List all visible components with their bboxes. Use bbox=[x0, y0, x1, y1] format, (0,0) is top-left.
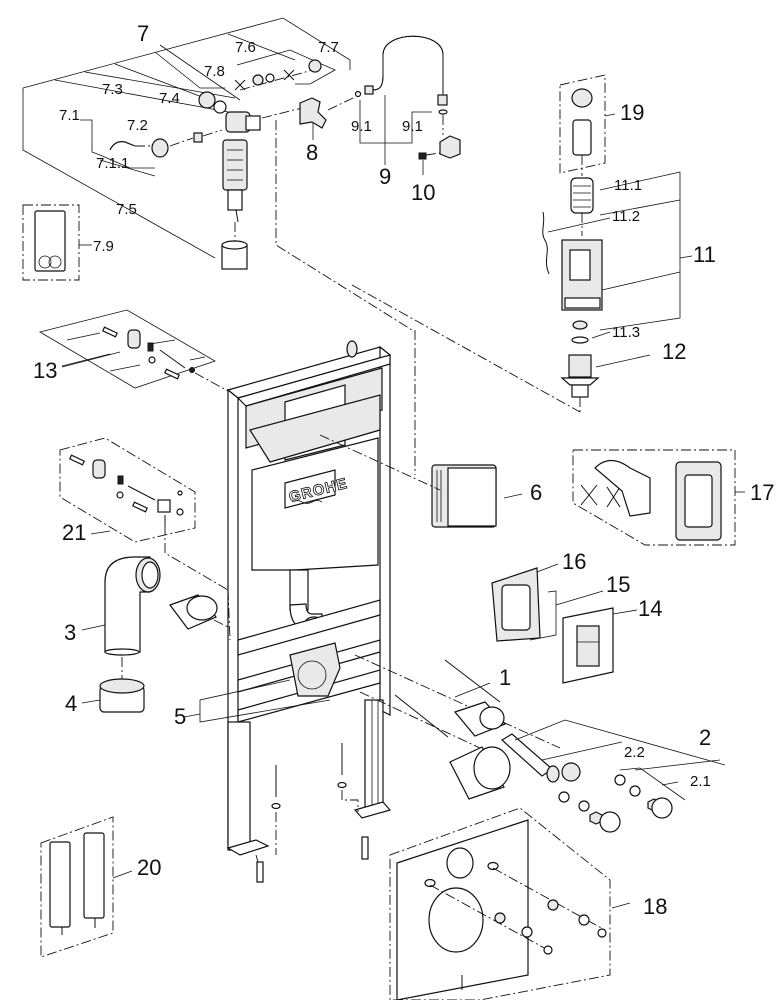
callout-19: 19 bbox=[620, 100, 644, 125]
callout-14: 14 bbox=[638, 596, 662, 621]
part-19-cap bbox=[571, 88, 593, 108]
part-2-sleeve-large bbox=[449, 746, 511, 800]
part-1-threaded-rods bbox=[394, 659, 501, 738]
callout-7-4: 7.4 bbox=[159, 90, 180, 107]
callout-5: 5 bbox=[174, 704, 186, 729]
part-8-bracket bbox=[299, 97, 327, 140]
part-7-9-seal-bag bbox=[34, 210, 66, 272]
callout-18: 18 bbox=[643, 894, 667, 919]
part-7-6-ring bbox=[265, 73, 275, 83]
callout-11: 11 bbox=[693, 242, 716, 267]
part-17-service-set bbox=[572, 449, 736, 546]
flush-valve-group bbox=[351, 74, 693, 413]
callout-8: 8 bbox=[306, 140, 318, 165]
part-6-protective-cover bbox=[431, 464, 497, 528]
part-9-hose bbox=[364, 35, 448, 106]
callout-9-1-left: 9.1 bbox=[351, 118, 372, 135]
callout-labels: 7 7.6 7.7 7.8 7.3 7.4 7.1 7.2 7.1.1 7.5 … bbox=[33, 21, 774, 919]
part-10-stop-valve bbox=[418, 135, 461, 160]
callout-7-7: 7.7 bbox=[318, 39, 339, 56]
part-7-4-seal bbox=[198, 91, 216, 109]
part-21-fixing-set bbox=[59, 437, 196, 543]
callout-9-1-right: 9.1 bbox=[402, 118, 423, 135]
callout-4: 4 bbox=[65, 691, 77, 716]
callout-16: 16 bbox=[562, 549, 586, 574]
callout-7-3: 7.3 bbox=[102, 81, 123, 98]
part-14-flush-plate bbox=[562, 607, 614, 684]
part-2-connector-pipe bbox=[453, 701, 581, 783]
part-19-cylinder bbox=[572, 119, 592, 156]
callout-7-1-1: 7.1.1 bbox=[96, 155, 129, 172]
part-2-1-washers bbox=[558, 774, 673, 833]
part-20-wall-brackets bbox=[40, 816, 114, 958]
fill-valve-group-7 bbox=[22, 17, 413, 331]
callout-9: 9 bbox=[379, 164, 391, 189]
callout-7-5: 7.5 bbox=[116, 201, 137, 218]
callout-10: 10 bbox=[411, 180, 435, 205]
part-7-6-nut bbox=[252, 74, 264, 86]
callout-17: 17 bbox=[750, 480, 774, 505]
part-11-3-seal bbox=[571, 336, 589, 344]
part-7-1-key bbox=[109, 141, 136, 151]
callout-7-2: 7.2 bbox=[127, 117, 148, 134]
callout-7-8: 7.8 bbox=[204, 63, 225, 80]
part-18-soundproofing-set bbox=[389, 807, 611, 1000]
callout-11-1: 11.1 bbox=[614, 177, 642, 194]
part-7-6-cross bbox=[283, 69, 295, 81]
part-11-1-bellows bbox=[570, 177, 594, 214]
part-12-valve-seat bbox=[560, 354, 600, 398]
part-4-plug bbox=[99, 678, 145, 713]
callout-13: 13 bbox=[33, 358, 57, 383]
callout-7-1: 7.1 bbox=[59, 107, 80, 124]
callout-3: 3 bbox=[64, 620, 76, 645]
part-19-box bbox=[559, 74, 606, 174]
part-3-connector-sleeve bbox=[169, 594, 218, 630]
part-7-7-cap bbox=[308, 59, 322, 73]
part-11-flush-valve bbox=[561, 239, 603, 330]
callout-11-3: 11.3 bbox=[612, 324, 640, 341]
part-5-bracket bbox=[289, 642, 341, 697]
callout-2-1: 2.1 bbox=[690, 773, 711, 790]
callout-7-6: 7.6 bbox=[235, 39, 256, 56]
part-7-3-filter bbox=[193, 132, 203, 143]
callout-21: 21 bbox=[62, 520, 86, 545]
callout-2: 2 bbox=[699, 725, 711, 750]
part-7-4-oring bbox=[213, 100, 227, 114]
callout-1: 1 bbox=[499, 665, 511, 690]
callout-2-2: 2.2 bbox=[624, 744, 645, 761]
callout-11-2: 11.2 bbox=[612, 208, 640, 225]
installation-frame: GROHE bbox=[226, 340, 392, 856]
part-16-mounting-frame bbox=[491, 567, 541, 642]
part-11-2-cable bbox=[542, 211, 550, 275]
part-7-5-float-sleeve bbox=[221, 240, 248, 270]
callout-15: 15 bbox=[606, 572, 630, 597]
part-7-9-box bbox=[22, 204, 80, 281]
part-3-elbow bbox=[104, 556, 161, 656]
part-7-2-nut bbox=[151, 138, 169, 158]
callout-20: 20 bbox=[137, 855, 161, 880]
anchor-bolts bbox=[256, 743, 369, 883]
part-7-fill-valve-body bbox=[222, 111, 261, 223]
callout-6: 6 bbox=[530, 480, 542, 505]
callout-12: 12 bbox=[662, 339, 686, 364]
part-13-fixing-set bbox=[38, 309, 231, 393]
callout-7: 7 bbox=[137, 21, 149, 46]
part-7-8-cross bbox=[234, 79, 246, 91]
callout-7-9: 7.9 bbox=[93, 238, 114, 255]
